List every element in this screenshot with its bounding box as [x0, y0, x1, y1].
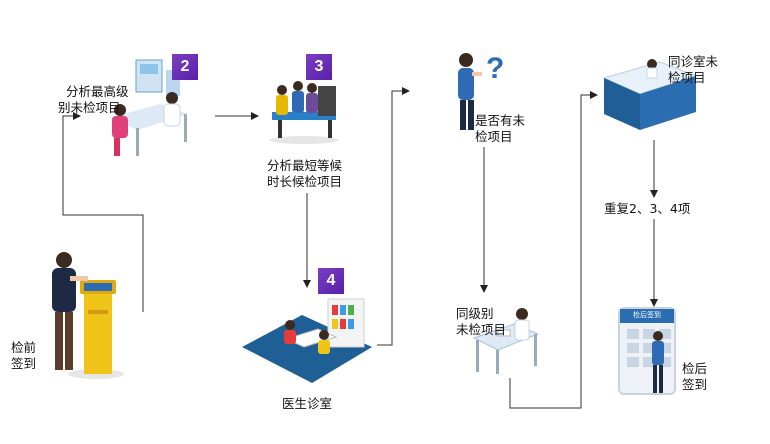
label-doctor-room: 医生诊室	[282, 396, 333, 411]
badge-step-2: 2	[172, 54, 198, 80]
label-checkin-after: 检后 签到	[682, 361, 708, 392]
tablet-user-illustration	[652, 331, 664, 393]
connector-checkin-to-analyze	[62, 112, 144, 312]
label-analyze-shortest: 分析最短等候 时长候检项目	[267, 158, 343, 189]
doctor-room-illustration	[242, 298, 372, 383]
badge-step-4: 4	[318, 268, 344, 294]
reception-counter-illustration	[602, 59, 698, 130]
label-has-unchecked: 是否有未 检项目	[475, 113, 526, 144]
checkin-tablet: 检后签到	[618, 307, 676, 395]
connector-room-to-question	[377, 87, 410, 346]
label-same-room: 同诊室未 检项目	[668, 54, 719, 85]
tablet-title: 检后签到	[620, 309, 674, 323]
question-person-illustration: ?	[458, 52, 504, 130]
waiting-illustration	[270, 81, 338, 144]
label-same-level: 同级别 未检项目	[456, 306, 507, 337]
label-analyze-highest-text: 分析最高级 别未检项目	[58, 84, 129, 115]
consult-illustration	[110, 59, 188, 156]
tablet-keypad	[620, 323, 674, 373]
label-analyze-highest: 分析最高级 别未检项目	[58, 68, 128, 116]
kiosk-illustration	[52, 252, 124, 379]
label-repeat: 重复2、3、4项	[604, 201, 691, 216]
badge-step-3: 3	[306, 54, 332, 80]
same-level-desk-illustration	[472, 308, 540, 374]
label-checkin-before: 检前 签到	[11, 340, 37, 371]
connector-same-level-to-same-room	[509, 91, 598, 409]
svg-text:?: ?	[486, 52, 504, 85]
